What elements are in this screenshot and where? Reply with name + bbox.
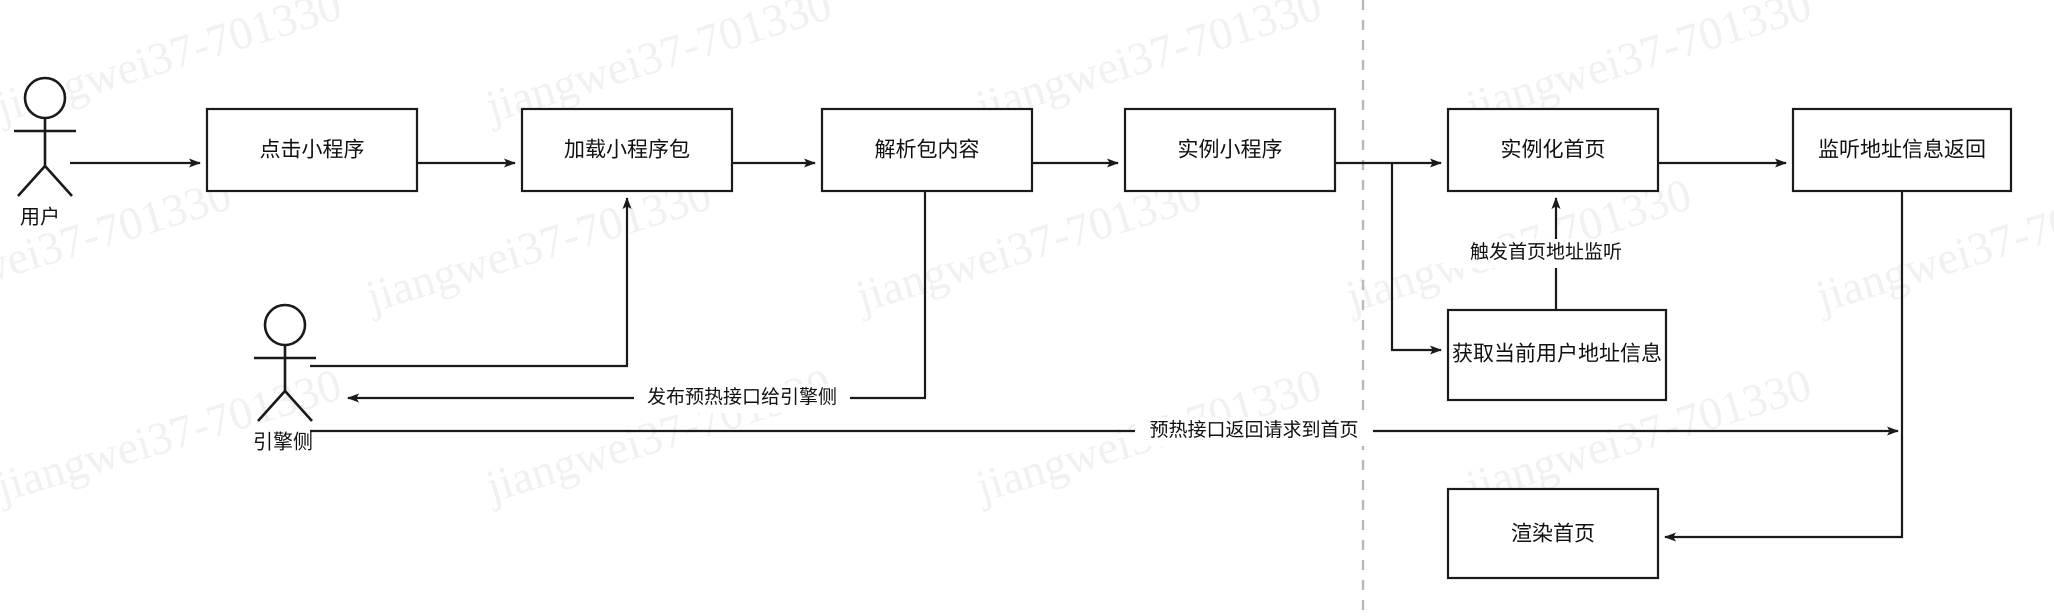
node-render-home-box[interactable] — [1446, 487, 1660, 580]
node-get-user-address-label: 获取当前用户地址信息 — [1452, 343, 1662, 366]
actor-engine[interactable]: 引擎侧 — [253, 303, 316, 453]
node-instantiate-home-label: 实例化首页 — [1501, 139, 1606, 162]
node-load-package[interactable]: 加载小程序包 — [520, 107, 734, 193]
node-parse-package-label: 解析包内容 — [875, 139, 980, 162]
actor-engine-legs-icon — [257, 389, 313, 422]
watermark-text: jiangwei37-701330 — [0, 169, 237, 323]
node-instance-miniapp-label: 实例小程序 — [1178, 139, 1283, 162]
edge-label-backdrop — [634, 384, 850, 413]
node-instance-miniapp[interactable]: 实例小程序 — [1123, 107, 1337, 193]
node-render-home[interactable]: 渲染首页 — [1446, 487, 1660, 580]
edge-label-prewarm-api-return: 预热接口返回请求到首页 — [1149, 419, 1358, 441]
actor-engine-label: 引擎侧 — [253, 430, 313, 453]
node-listen-address[interactable]: 监听地址信息返回 — [1791, 107, 2013, 193]
actor-user-head-icon — [23, 76, 67, 120]
node-load-package-label: 加载小程序包 — [564, 139, 690, 162]
node-get-user-address[interactable]: 获取当前用户地址信息 — [1446, 308, 1668, 402]
node-instantiate-home-box[interactable] — [1446, 107, 1660, 193]
node-click-miniapp-label: 点击小程序 — [260, 139, 365, 162]
node-render-home-label: 渲染首页 — [1511, 523, 1595, 546]
actor-user[interactable]: 用户 — [14, 76, 76, 228]
edge-instance-to-address — [1390, 163, 1442, 355]
actor-user-legs-icon — [17, 164, 73, 197]
edge-label-backdrop — [1450, 239, 1644, 268]
edge-label-trigger-home-address-listen: 触发首页地址监听 — [1470, 241, 1622, 263]
node-listen-address-box[interactable] — [1791, 107, 2013, 193]
edge-label-backdrop — [1135, 417, 1373, 446]
edge-label-publish-prewarm-api: 发布预热接口给引擎侧 — [647, 386, 837, 408]
node-parse-package[interactable]: 解析包内容 — [820, 107, 1034, 193]
node-click-miniapp-box[interactable] — [205, 107, 419, 193]
edge-layer — [70, 158, 1904, 542]
node-layer: 点击小程序 加载小程序包 解析包内容 实例小程序 实例化首页 监听地址信息返回 — [205, 107, 2013, 580]
node-instance-miniapp-box[interactable] — [1123, 107, 1337, 193]
edge-parse-to-engine — [347, 191, 927, 403]
actor-user-label: 用户 — [20, 205, 60, 228]
actor-engine-head-icon — [263, 303, 307, 347]
node-load-package-box[interactable] — [520, 107, 734, 193]
edge-listen-to-render — [1664, 191, 1904, 542]
node-click-miniapp[interactable]: 点击小程序 — [205, 107, 419, 193]
node-listen-address-label: 监听地址信息返回 — [1818, 139, 1986, 162]
node-parse-package-box[interactable] — [820, 107, 1034, 193]
edge-label-layer: 触发首页地址监听 发布预热接口给引擎侧 预热接口返回请求到首页 — [634, 239, 1644, 446]
node-get-user-address-box[interactable] — [1446, 308, 1668, 402]
node-instantiate-home[interactable]: 实例化首页 — [1446, 107, 1660, 193]
edge-engine-to-load — [310, 197, 632, 368]
watermark-text: jiangwei37-701330 — [478, 359, 837, 513]
